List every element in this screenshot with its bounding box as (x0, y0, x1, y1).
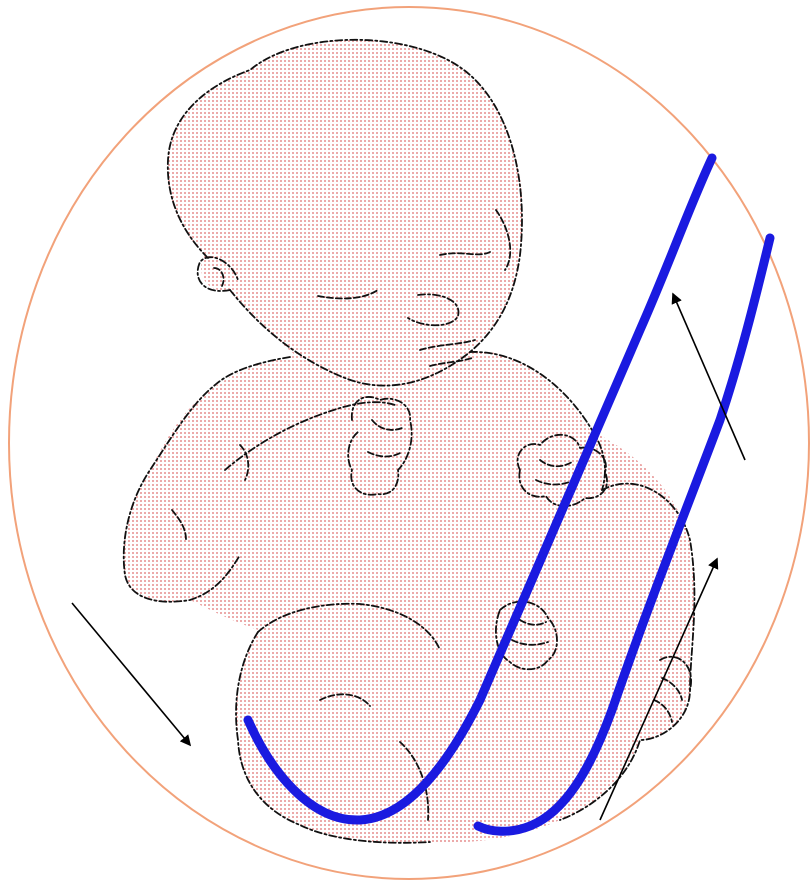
arrow-down-left (72, 603, 190, 745)
